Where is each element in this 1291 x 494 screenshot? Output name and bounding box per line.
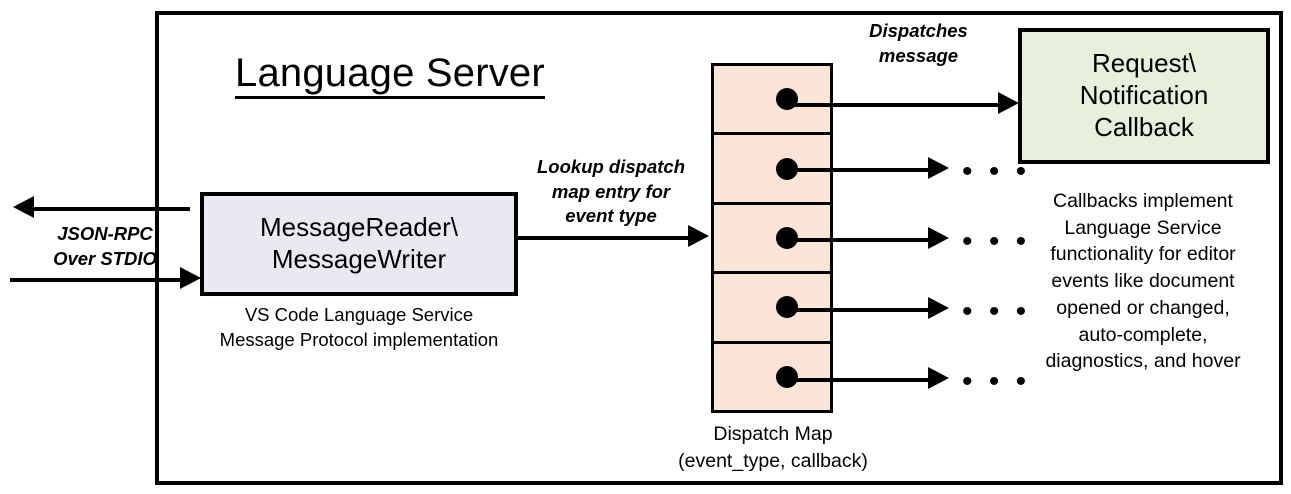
dispatch-row-3-line <box>782 238 930 242</box>
diagram-title: Language Server <box>235 52 545 99</box>
dispatch-map-row-1[interactable] <box>714 66 830 136</box>
callback-caption-line-4: events like document <box>1051 270 1235 293</box>
callback-entry-dot-icon <box>776 296 798 319</box>
dispatches-message-label: Dispatches message <box>836 19 1001 68</box>
dispatch-row-5-ellipsis: • • • <box>962 365 1031 398</box>
dispatch-row-1-line <box>782 103 1004 107</box>
dispatch-map-row-4[interactable] <box>714 274 830 344</box>
mrw-caption-line-1: VS Code Language Service <box>244 304 474 325</box>
callback-box-line-3: Callback <box>1094 111 1194 142</box>
jsonrpc-outbound-line <box>34 207 190 211</box>
lookup-dispatch-label: Lookup dispatch map entry for event type <box>516 155 706 229</box>
callback-caption-line-2: Language Service <box>1064 216 1222 239</box>
dispatch-row-4-ellipsis: • • • <box>962 295 1031 328</box>
dispatch-row-5-arrowhead <box>928 367 949 389</box>
message-reader-writer-box[interactable]: MessageReader\ MessageWriter <box>200 192 518 296</box>
dispatch-row-3-arrowhead <box>928 227 949 249</box>
callback-caption-line-5: opened or changed, <box>1056 296 1230 319</box>
dispatch-row-4-arrowhead <box>928 297 949 319</box>
callback-caption-line-7: diagnostics, and hover <box>1045 350 1241 373</box>
dispatch-row-4-line <box>782 308 930 312</box>
language-server-boundary <box>155 11 1283 485</box>
callback-caption-line-1: Callbacks implement <box>1053 190 1233 212</box>
mrw-caption-line-2: Message Protocol implementation <box>219 328 499 350</box>
dispatch-row-2-line <box>782 168 930 172</box>
dispatch-row-3-ellipsis: • • • <box>962 225 1031 258</box>
lookup-label-line-1: Lookup dispatch <box>537 156 685 177</box>
jsonrpc-inbound-line <box>10 278 182 282</box>
lookup-dispatch-arrowhead <box>688 225 709 247</box>
callback-description-caption: Callbacks implement Language Service fun… <box>1012 188 1274 375</box>
dispatch-row-5-line <box>782 378 930 382</box>
dispatch-map-caption-line-1: Dispatch Map <box>713 423 833 445</box>
lookup-label-line-3: event type <box>565 205 657 227</box>
dispatch-row-2-arrowhead <box>928 157 949 179</box>
dispatch-row-2-ellipsis: • • • <box>962 155 1031 188</box>
callback-box-line-2: Notification <box>1079 80 1209 111</box>
callback-entry-dot-icon <box>776 365 798 388</box>
dispatch-row-1-arrowhead <box>998 92 1019 114</box>
callback-caption-line-3: functionality for editor <box>1050 243 1236 266</box>
dispatches-label-line-1: Dispatches <box>869 20 968 41</box>
dispatch-map-row-5[interactable] <box>714 344 830 410</box>
message-reader-writer-caption: VS Code Language Service Message Protoco… <box>200 303 518 353</box>
jsonrpc-protocol-label: JSON-RPC Over STDIO <box>30 222 180 272</box>
lookup-dispatch-line <box>518 236 690 240</box>
jsonrpc-label-line-1: JSON-RPC <box>57 223 153 244</box>
jsonrpc-outbound-arrowhead <box>13 196 34 218</box>
message-reader-label: MessageReader\ <box>260 212 458 243</box>
message-writer-label: MessageWriter <box>271 244 447 274</box>
callback-caption-line-6: auto-complete, <box>1078 323 1208 346</box>
jsonrpc-inbound-arrowhead <box>180 267 201 289</box>
dispatches-label-line-2: message <box>878 44 959 66</box>
request-notification-callback-box[interactable]: Request\ Notification Callback <box>1018 28 1270 164</box>
dispatch-map-caption-line-2: (event_type, callback) <box>678 449 868 472</box>
dispatch-map-caption: Dispatch Map (event_type, callback) <box>648 421 898 475</box>
callback-box-line-1: Request\ <box>1091 48 1197 79</box>
jsonrpc-label-line-2: Over STDIO <box>53 247 157 269</box>
lookup-label-line-2: map entry for <box>551 180 671 202</box>
